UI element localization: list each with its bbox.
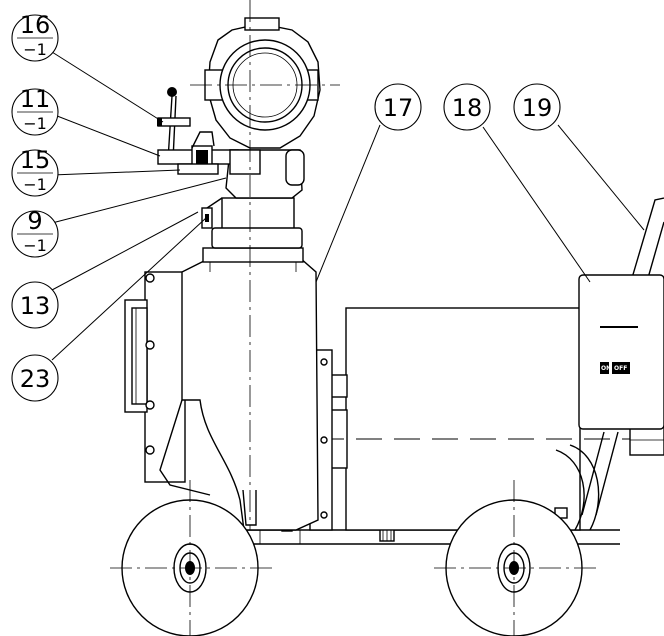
callout-18-number: 18 (452, 94, 483, 122)
leader-lines (51, 51, 645, 361)
callout-13-number: 13 (20, 292, 51, 320)
callout-17: 17 (374, 83, 422, 131)
callout-11-number: 11 (20, 85, 51, 113)
callout-23: 23 (11, 354, 59, 402)
pump-casing (124, 149, 319, 531)
switch-on-label: ON (601, 365, 611, 372)
priming-valve (157, 87, 261, 175)
callout-19-number: 19 (522, 94, 553, 122)
callout-13: 13 (11, 281, 59, 329)
callout-18: 18 (443, 83, 491, 131)
callout-17-number: 17 (383, 94, 414, 122)
cable-conduit (554, 424, 664, 531)
callout-23-number: 23 (20, 365, 51, 393)
callout-15-number: 15 (20, 146, 51, 174)
handle (631, 197, 664, 279)
callout-9: 9 −1 (11, 207, 59, 258)
callout-11-suffix: −1 (23, 114, 47, 133)
switch-off-label: OFF (614, 365, 627, 372)
callout-9-number: 9 (27, 207, 42, 235)
callout-16-number: 16 (20, 11, 51, 39)
callout-11: 11 −1 (11, 85, 59, 136)
callout-9-suffix: −1 (23, 236, 47, 255)
callout-16-suffix: −1 (23, 40, 47, 59)
callout-19: 19 (513, 83, 561, 131)
callout-15: 15 −1 (11, 146, 59, 197)
callout-16: 16 −1 (11, 11, 59, 62)
suction-coupling (190, 17, 340, 149)
control-box: ON OFF (578, 274, 664, 430)
callout-15-suffix: −1 (23, 175, 47, 194)
